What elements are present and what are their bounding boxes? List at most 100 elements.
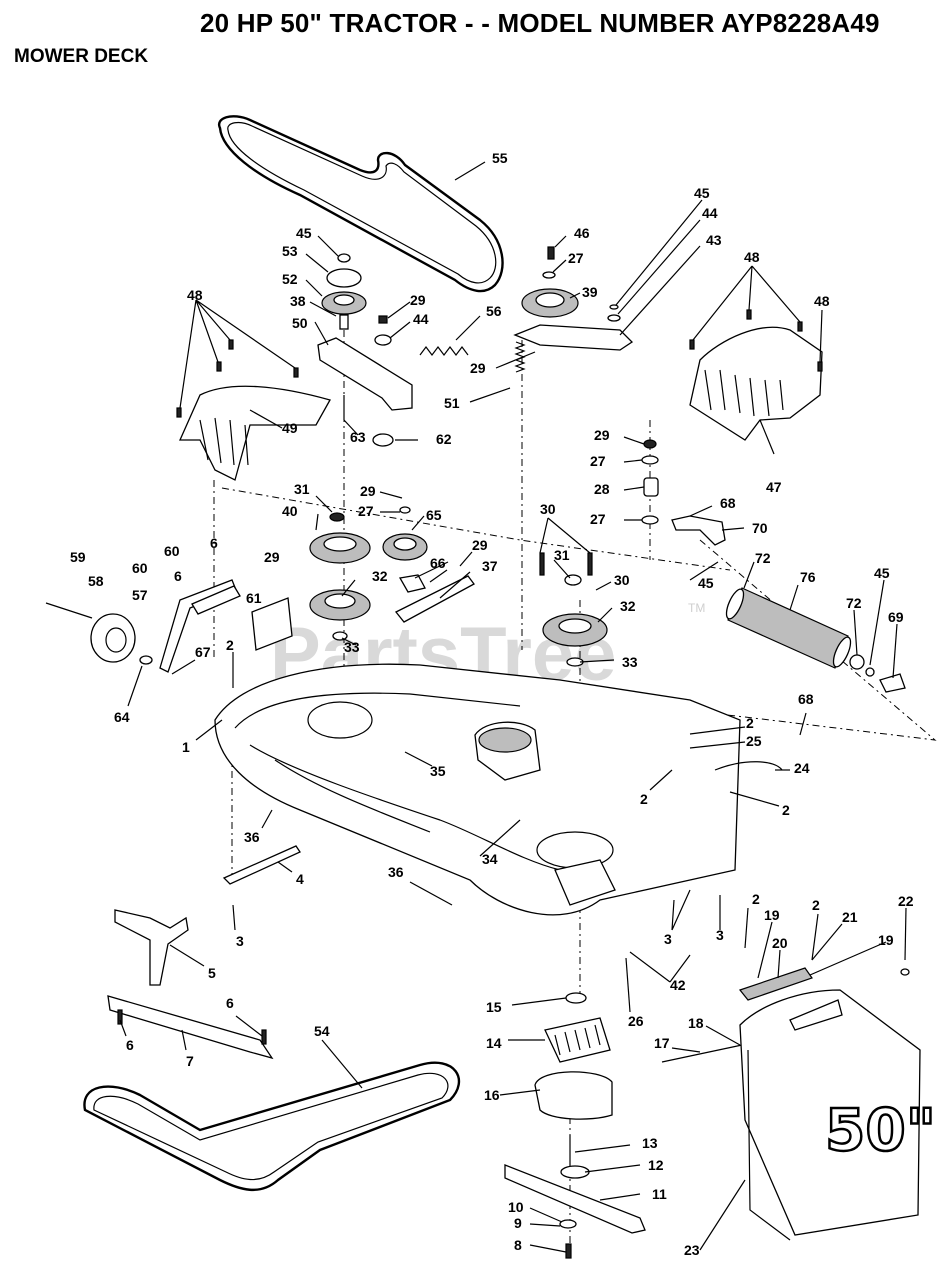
callout-7: 7 — [186, 1053, 194, 1069]
idler-arm-bracket — [671, 515, 726, 546]
spring — [419, 346, 469, 356]
callout-37: 37 — [482, 558, 498, 574]
callout-22: 22 — [898, 893, 914, 909]
callout-32: 32 — [372, 568, 388, 584]
callout-leaders — [119, 161, 907, 1253]
callout-40: 40 — [282, 503, 298, 519]
spacer-washer — [372, 433, 394, 447]
callout-3: 3 — [236, 933, 244, 949]
callout-49: 49 — [282, 420, 298, 436]
callout-68: 68 — [720, 495, 736, 511]
callout-38: 38 — [290, 293, 306, 309]
deflector-spring — [738, 967, 813, 1001]
cover-screws-left — [176, 339, 299, 418]
callout-19: 19 — [878, 932, 894, 948]
idler-bracket — [317, 337, 413, 411]
callout-66: 66 — [430, 555, 446, 571]
callout-29: 29 — [264, 549, 280, 565]
callout-48: 48 — [744, 249, 760, 265]
callout-57: 57 — [132, 587, 148, 603]
callout-5: 5 — [208, 965, 216, 981]
callout-31: 31 — [294, 481, 310, 497]
right-belt-cover — [689, 326, 823, 441]
callout-33: 33 — [344, 639, 360, 655]
height-bracket — [251, 597, 293, 651]
callout-76: 76 — [800, 569, 816, 585]
callout-14: 14 — [486, 1035, 502, 1051]
callout-29: 29 — [360, 483, 376, 499]
callout-72: 72 — [846, 595, 862, 611]
callout-52: 52 — [282, 271, 298, 287]
blade-washer — [559, 1219, 577, 1229]
callout-69: 69 — [888, 609, 904, 625]
callout-9: 9 — [514, 1215, 522, 1231]
tensioner-assembly — [513, 246, 634, 351]
callout-68: 68 — [798, 691, 814, 707]
callout-53: 53 — [282, 243, 298, 259]
callout-32: 32 — [620, 598, 636, 614]
callout-43: 43 — [706, 232, 722, 248]
deflector-pivot-rod — [661, 1044, 743, 1063]
deck-size-badge: 50" — [825, 1096, 936, 1164]
callout-44: 44 — [702, 205, 718, 221]
callout-6: 6 — [210, 535, 218, 551]
blade-bolt — [565, 1243, 572, 1259]
callout-29: 29 — [472, 537, 488, 553]
callout-27: 27 — [590, 511, 606, 527]
callout-24: 24 — [794, 760, 810, 776]
center-idler-pulley — [382, 506, 428, 561]
callout-70: 70 — [752, 520, 768, 536]
callout-39: 39 — [582, 284, 598, 300]
callout-65: 65 — [426, 507, 442, 523]
callout-2: 2 — [812, 897, 820, 913]
callout-3: 3 — [716, 927, 724, 943]
callout-23: 23 — [684, 1242, 700, 1258]
callout-47: 47 — [766, 479, 782, 495]
front-link — [107, 995, 274, 1060]
deck-hanger-bracket — [222, 845, 301, 885]
callout-2: 2 — [752, 891, 760, 907]
callout-54: 54 — [314, 1023, 330, 1039]
front-hanger-bracket — [114, 909, 189, 986]
callout-60: 60 — [132, 560, 148, 576]
callout-45: 45 — [296, 225, 312, 241]
deflector-nut — [900, 968, 910, 976]
nut — [378, 315, 388, 324]
deck-roller — [725, 587, 906, 693]
callout-10: 10 — [508, 1199, 524, 1215]
callout-51: 51 — [444, 395, 460, 411]
callout-3: 3 — [664, 931, 672, 947]
callout-72: 72 — [755, 550, 771, 566]
callout-42: 42 — [670, 977, 686, 993]
callout-6: 6 — [226, 995, 234, 1011]
callout-67: 67 — [195, 644, 211, 660]
callout-25: 25 — [746, 733, 762, 749]
callout-35: 35 — [430, 763, 446, 779]
callout-62: 62 — [436, 431, 452, 447]
callout-29: 29 — [470, 360, 486, 376]
callout-30: 30 — [540, 501, 556, 517]
discharge-deflector: 50" — [739, 989, 937, 1241]
callout-55: 55 — [492, 150, 508, 166]
callout-44: 44 — [413, 311, 429, 327]
diagram-title: 20 HP 50" TRACTOR - - MODEL NUMBER AYP82… — [200, 8, 880, 38]
callout-27: 27 — [590, 453, 606, 469]
callout-48: 48 — [814, 293, 830, 309]
callout-27: 27 — [358, 503, 374, 519]
callout-46: 46 — [574, 225, 590, 241]
callout-17: 17 — [654, 1035, 670, 1051]
callout-19: 19 — [764, 907, 780, 923]
callout-1: 1 — [182, 739, 190, 755]
callout-18: 18 — [688, 1015, 704, 1031]
watermark-trademark: TM — [688, 601, 705, 615]
callout-6: 6 — [126, 1037, 134, 1053]
left-belt-cover — [178, 385, 331, 481]
callout-31: 31 — [554, 547, 570, 563]
clip-6-right — [261, 1029, 267, 1045]
callout-61: 61 — [246, 590, 262, 606]
callout-45: 45 — [874, 565, 890, 581]
callout-27: 27 — [568, 250, 584, 266]
callout-4: 4 — [296, 871, 304, 887]
callout-34: 34 — [482, 851, 498, 867]
